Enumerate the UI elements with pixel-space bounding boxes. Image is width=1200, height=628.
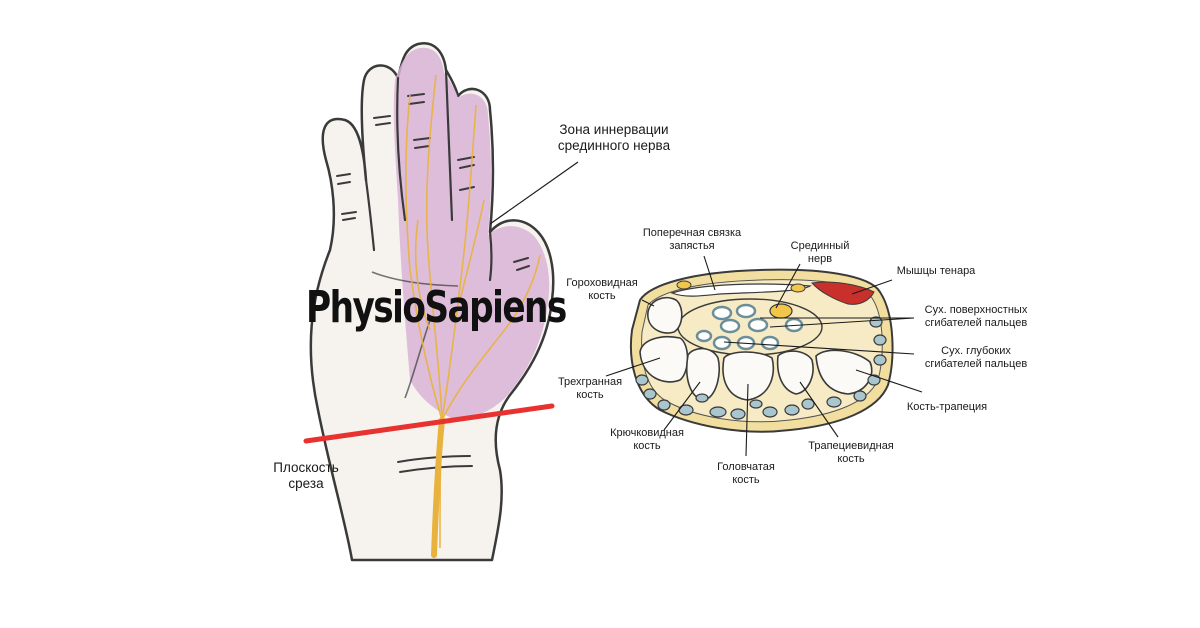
pisiform-bone bbox=[647, 296, 683, 334]
label-superficial-flexors-line2: сгибателей пальцев bbox=[924, 316, 1028, 329]
finger-lines bbox=[364, 68, 493, 282]
label-triquetrum-line2: кость bbox=[576, 388, 604, 401]
label-triquetrum-line1: Трехгранная bbox=[557, 376, 623, 388]
label-trapezium-line1: Кость-трапеция bbox=[906, 401, 988, 413]
label-hamate-line2: кость bbox=[633, 439, 661, 452]
section-leaders bbox=[605, 255, 923, 457]
carpal-bones bbox=[639, 296, 873, 401]
label-cut-plane-line1: Плоскость bbox=[273, 460, 339, 475]
label-deep-flexors: Сух. глубоких сгибателей пальцев bbox=[916, 345, 1036, 370]
hamate-bone bbox=[686, 347, 720, 401]
label-deep-flexors-line1: Сух. глубоких bbox=[941, 345, 1011, 357]
label-transverse-ligament: Поперечная связка запястья bbox=[636, 227, 748, 252]
median-nerve-branches bbox=[405, 74, 541, 549]
label-capitate: Головчатая кость bbox=[702, 461, 790, 486]
peripheral-vessels bbox=[635, 316, 887, 420]
label-trapezium: Кость-трапеция bbox=[898, 401, 996, 414]
label-triquetrum: Трехгранная кость bbox=[546, 376, 634, 401]
innervation-zone bbox=[393, 47, 550, 421]
leader-innervation bbox=[489, 161, 579, 225]
label-pisiform-line2: кость bbox=[588, 289, 616, 302]
palm-creases bbox=[371, 271, 459, 399]
label-median-nerve-line1: Срединный bbox=[790, 240, 850, 252]
label-pisiform: Гороховидная кость bbox=[556, 277, 648, 302]
label-trapezoid: Трапециевидная кость bbox=[796, 440, 906, 465]
physiosapiens-logo: PhysioSapiens bbox=[306, 282, 567, 333]
label-capitate-line2: кость bbox=[732, 473, 760, 486]
label-cut-plane: Плоскость среза bbox=[266, 460, 346, 491]
trapezium-bone bbox=[815, 349, 873, 395]
label-deep-flexors-line2: сгибателей пальцев bbox=[924, 357, 1028, 370]
label-transverse-ligament-line2: запястья bbox=[669, 239, 715, 252]
label-thenar-muscles-line1: Мышцы тенара bbox=[896, 265, 976, 277]
cut-plane-line bbox=[303, 403, 555, 444]
label-innervation-zone: Зона иннервации срединного нерва bbox=[548, 122, 680, 153]
capitate-bone bbox=[722, 351, 775, 401]
label-hamate: Крючковидная кость bbox=[600, 427, 694, 452]
carpal-cross-section bbox=[605, 255, 923, 457]
superficial-tendons bbox=[711, 303, 769, 334]
label-trapezoid-line1: Трапециевидная bbox=[808, 440, 894, 452]
label-superficial-flexors: Сух. поверхностных сгибателей пальцев bbox=[916, 304, 1036, 329]
label-cut-plane-line2: среза bbox=[288, 475, 324, 491]
label-median-nerve: Срединный нерв bbox=[782, 240, 858, 265]
hand-illustration bbox=[303, 41, 579, 562]
label-superficial-flexors-line1: Сух. поверхностных bbox=[924, 304, 1028, 316]
label-median-nerve-line2: нерв bbox=[807, 252, 833, 265]
label-transverse-ligament-line1: Поперечная связка bbox=[642, 227, 742, 239]
trapezoid-bone bbox=[776, 350, 814, 395]
label-innervation-zone-line1: Зона иннервации bbox=[559, 122, 669, 137]
label-capitate-line1: Головчатая bbox=[717, 461, 775, 473]
median-nerve-section bbox=[769, 303, 793, 319]
label-trapezoid-line2: кость bbox=[837, 452, 865, 465]
label-pisiform-line1: Гороховидная bbox=[566, 277, 638, 289]
median-nerve-trunk bbox=[431, 417, 445, 558]
dorsal-vessels bbox=[676, 280, 806, 293]
label-hamate-line1: Крючковидная bbox=[610, 427, 684, 439]
label-innervation-zone-line2: срединного нерва bbox=[557, 137, 671, 153]
thenar-muscle bbox=[811, 281, 875, 305]
label-thenar-muscles: Мышцы тенара bbox=[888, 265, 984, 278]
